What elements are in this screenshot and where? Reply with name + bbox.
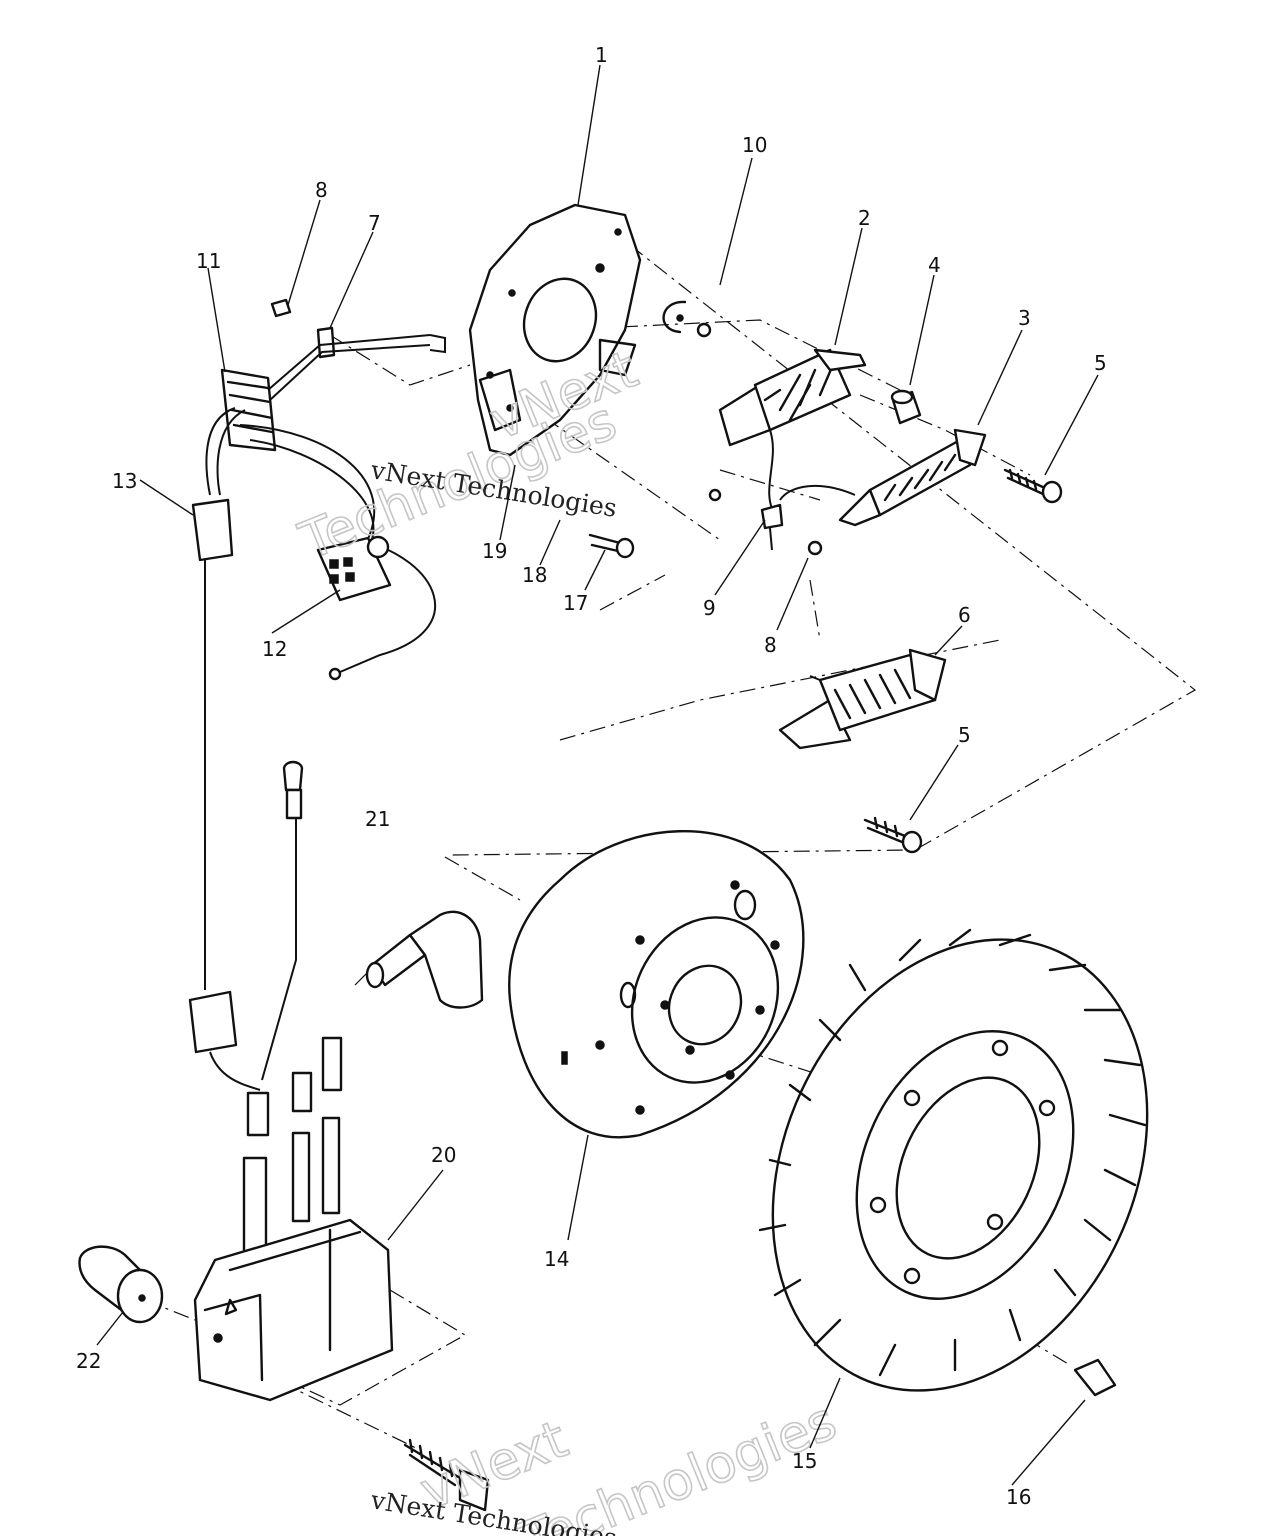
callout-7: 7 xyxy=(368,211,381,235)
callout-3: 3 xyxy=(1018,306,1031,330)
screw-lower xyxy=(863,816,923,854)
cooling-fan xyxy=(758,928,1149,1392)
callout-2: 2 xyxy=(858,206,871,230)
charge-coil xyxy=(718,348,867,516)
wire-clamp xyxy=(270,298,336,359)
lighting-coil xyxy=(778,648,947,750)
callout-17: 17 xyxy=(563,591,588,615)
coil-mount-bolt xyxy=(403,1438,490,1512)
callout-15: 15 xyxy=(792,1449,817,1473)
callout-12: 12 xyxy=(262,637,287,661)
leader-lines xyxy=(96,64,1099,1486)
ignition-coil xyxy=(193,1218,394,1402)
callout-18: 18 xyxy=(522,563,547,587)
stator-base-plate xyxy=(468,203,642,457)
callout-1: 1 xyxy=(595,43,608,67)
lead-sleeves xyxy=(242,1036,343,1255)
callout-19: 19 xyxy=(482,539,507,563)
pulser-coil xyxy=(779,428,987,527)
ground-terminal xyxy=(760,503,823,556)
callout-11: 11 xyxy=(196,249,221,273)
fan-bolt xyxy=(1073,1358,1117,1397)
callout-14: 14 xyxy=(544,1247,569,1271)
callout-5-upper: 5 xyxy=(1094,351,1107,375)
callout-20: 20 xyxy=(431,1143,456,1167)
callout-5-lower: 5 xyxy=(958,723,971,747)
callout-22: 22 xyxy=(76,1349,101,1373)
callout-10: 10 xyxy=(742,133,767,157)
callout-4: 4 xyxy=(928,253,941,277)
callout-9: 9 xyxy=(703,596,716,620)
callout-8-upper: 8 xyxy=(315,178,328,202)
callout-21: 21 xyxy=(365,807,390,831)
spark-plug-cap xyxy=(261,760,484,1081)
wire-connector xyxy=(191,498,234,990)
coil-connector xyxy=(188,990,261,1091)
grommet-harness xyxy=(205,334,446,681)
callout-labels: 1 10 2 4 3 5 8 7 11 13 19 18 17 9 8 12 6… xyxy=(76,43,1107,1509)
spacer-collar xyxy=(890,389,922,425)
coupler-block xyxy=(316,535,392,602)
screw-upper xyxy=(1003,468,1063,504)
end-cap xyxy=(78,1245,164,1324)
callout-16: 16 xyxy=(1006,1485,1031,1509)
plate-screw xyxy=(588,488,722,559)
callout-13: 13 xyxy=(112,469,137,493)
wire-clip xyxy=(662,300,712,338)
flywheel-rotor xyxy=(508,830,805,1139)
callout-6: 6 xyxy=(958,603,971,627)
callout-8-lower: 8 xyxy=(764,633,777,657)
